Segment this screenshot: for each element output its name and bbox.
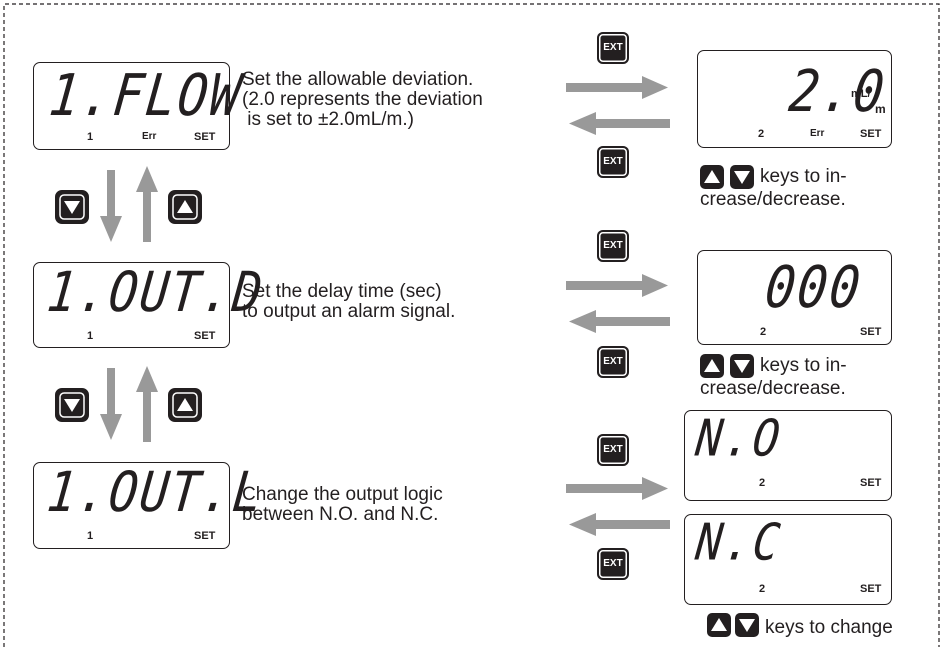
arrow-left-3 — [594, 520, 670, 529]
hint-line-2: crease/decrease. — [700, 189, 846, 210]
arrow-right-3 — [566, 484, 644, 493]
ext-key-icon[interactable]: EXT — [597, 230, 629, 262]
description-out-delay: Set the delay time (sec) to output an al… — [242, 281, 456, 322]
up-key-icon[interactable] — [168, 190, 202, 224]
hint-line-1: keys to change — [765, 617, 893, 638]
down-key-icon[interactable] — [735, 613, 759, 637]
lcd-main-text: 1.OUT.L — [44, 460, 268, 525]
lcd-set: SET — [860, 128, 882, 140]
lcd-channel: 1 — [87, 330, 94, 342]
down-key-icon[interactable] — [730, 354, 754, 378]
lcd-out-logic: 1.OUT.L 1 SET — [33, 461, 267, 549]
description-out-logic: Change the output logic between N.O. and… — [242, 484, 443, 525]
lcd-mode: Err — [810, 128, 825, 139]
lcd-channel: 1 — [87, 530, 94, 542]
ext-key-icon[interactable]: EXT — [597, 32, 629, 64]
description-flow-err: Set the allowable deviation. (2.0 repres… — [242, 69, 483, 130]
down-key-icon[interactable] — [55, 388, 89, 422]
arrow-left-2 — [594, 317, 670, 326]
lcd-unit-bottom: m — [875, 102, 886, 116]
arrow-down-2-3 — [107, 368, 115, 416]
lcd-channel: 2 — [760, 326, 767, 338]
lcd-deviation-setting: 2.0 mL/ m 2 Err SET — [697, 50, 892, 148]
hint-line-2: crease/decrease. — [700, 378, 846, 399]
arrow-left-1 — [594, 119, 670, 128]
lcd-out-delay: 1.OUT.D 1 SET — [33, 261, 267, 348]
ext-key-icon[interactable]: EXT — [597, 548, 629, 580]
lcd-flow-err: 1.FLOW 1 Err SET — [33, 62, 246, 150]
hint-line-1: keys to in- — [760, 166, 847, 187]
hint-line-1: keys to in- — [760, 355, 847, 376]
lcd-channel: 1 — [87, 131, 94, 143]
lcd-main-text: 000 — [762, 254, 866, 321]
up-key-icon[interactable] — [707, 613, 731, 637]
down-key-icon[interactable] — [55, 190, 89, 224]
lcd-set: SET — [194, 330, 216, 342]
lcd-channel: 2 — [758, 128, 765, 140]
up-key-icon[interactable] — [700, 354, 724, 378]
lcd-main-text: N.C — [693, 513, 785, 572]
lcd-set: SET — [860, 326, 882, 338]
lcd-unit-top: mL/ — [851, 88, 871, 100]
lcd-set: SET — [860, 477, 882, 489]
arrow-right-1 — [566, 83, 644, 92]
lcd-main-text: N.O — [693, 409, 785, 468]
down-key-icon[interactable] — [730, 165, 754, 189]
ext-key-icon[interactable]: EXT — [597, 146, 629, 178]
lcd-main-text: 2.0 — [786, 58, 890, 125]
lcd-logic-nc: N.C 2 SET — [684, 513, 892, 605]
arrow-down-1-2 — [107, 170, 115, 218]
lcd-set: SET — [194, 530, 216, 542]
up-key-icon[interactable] — [700, 165, 724, 189]
lcd-logic-no: N.O 2 SET — [684, 409, 892, 501]
lcd-channel: 2 — [759, 583, 766, 595]
up-key-icon[interactable] — [168, 388, 202, 422]
lcd-main-text: 1.OUT.D — [44, 260, 268, 325]
ext-key-icon[interactable]: EXT — [597, 434, 629, 466]
lcd-set: SET — [860, 583, 882, 595]
arrow-up-2-1 — [143, 190, 151, 242]
lcd-set: SET — [194, 131, 216, 143]
lcd-mode: Err — [142, 131, 157, 142]
ext-key-icon[interactable]: EXT — [597, 346, 629, 378]
lcd-main-text: 1.FLOW — [46, 62, 246, 129]
arrow-right-2 — [566, 281, 644, 290]
arrow-up-3-2 — [143, 390, 151, 442]
lcd-channel: 2 — [759, 477, 766, 489]
lcd-delay-setting: 000 2 SET — [697, 250, 892, 345]
